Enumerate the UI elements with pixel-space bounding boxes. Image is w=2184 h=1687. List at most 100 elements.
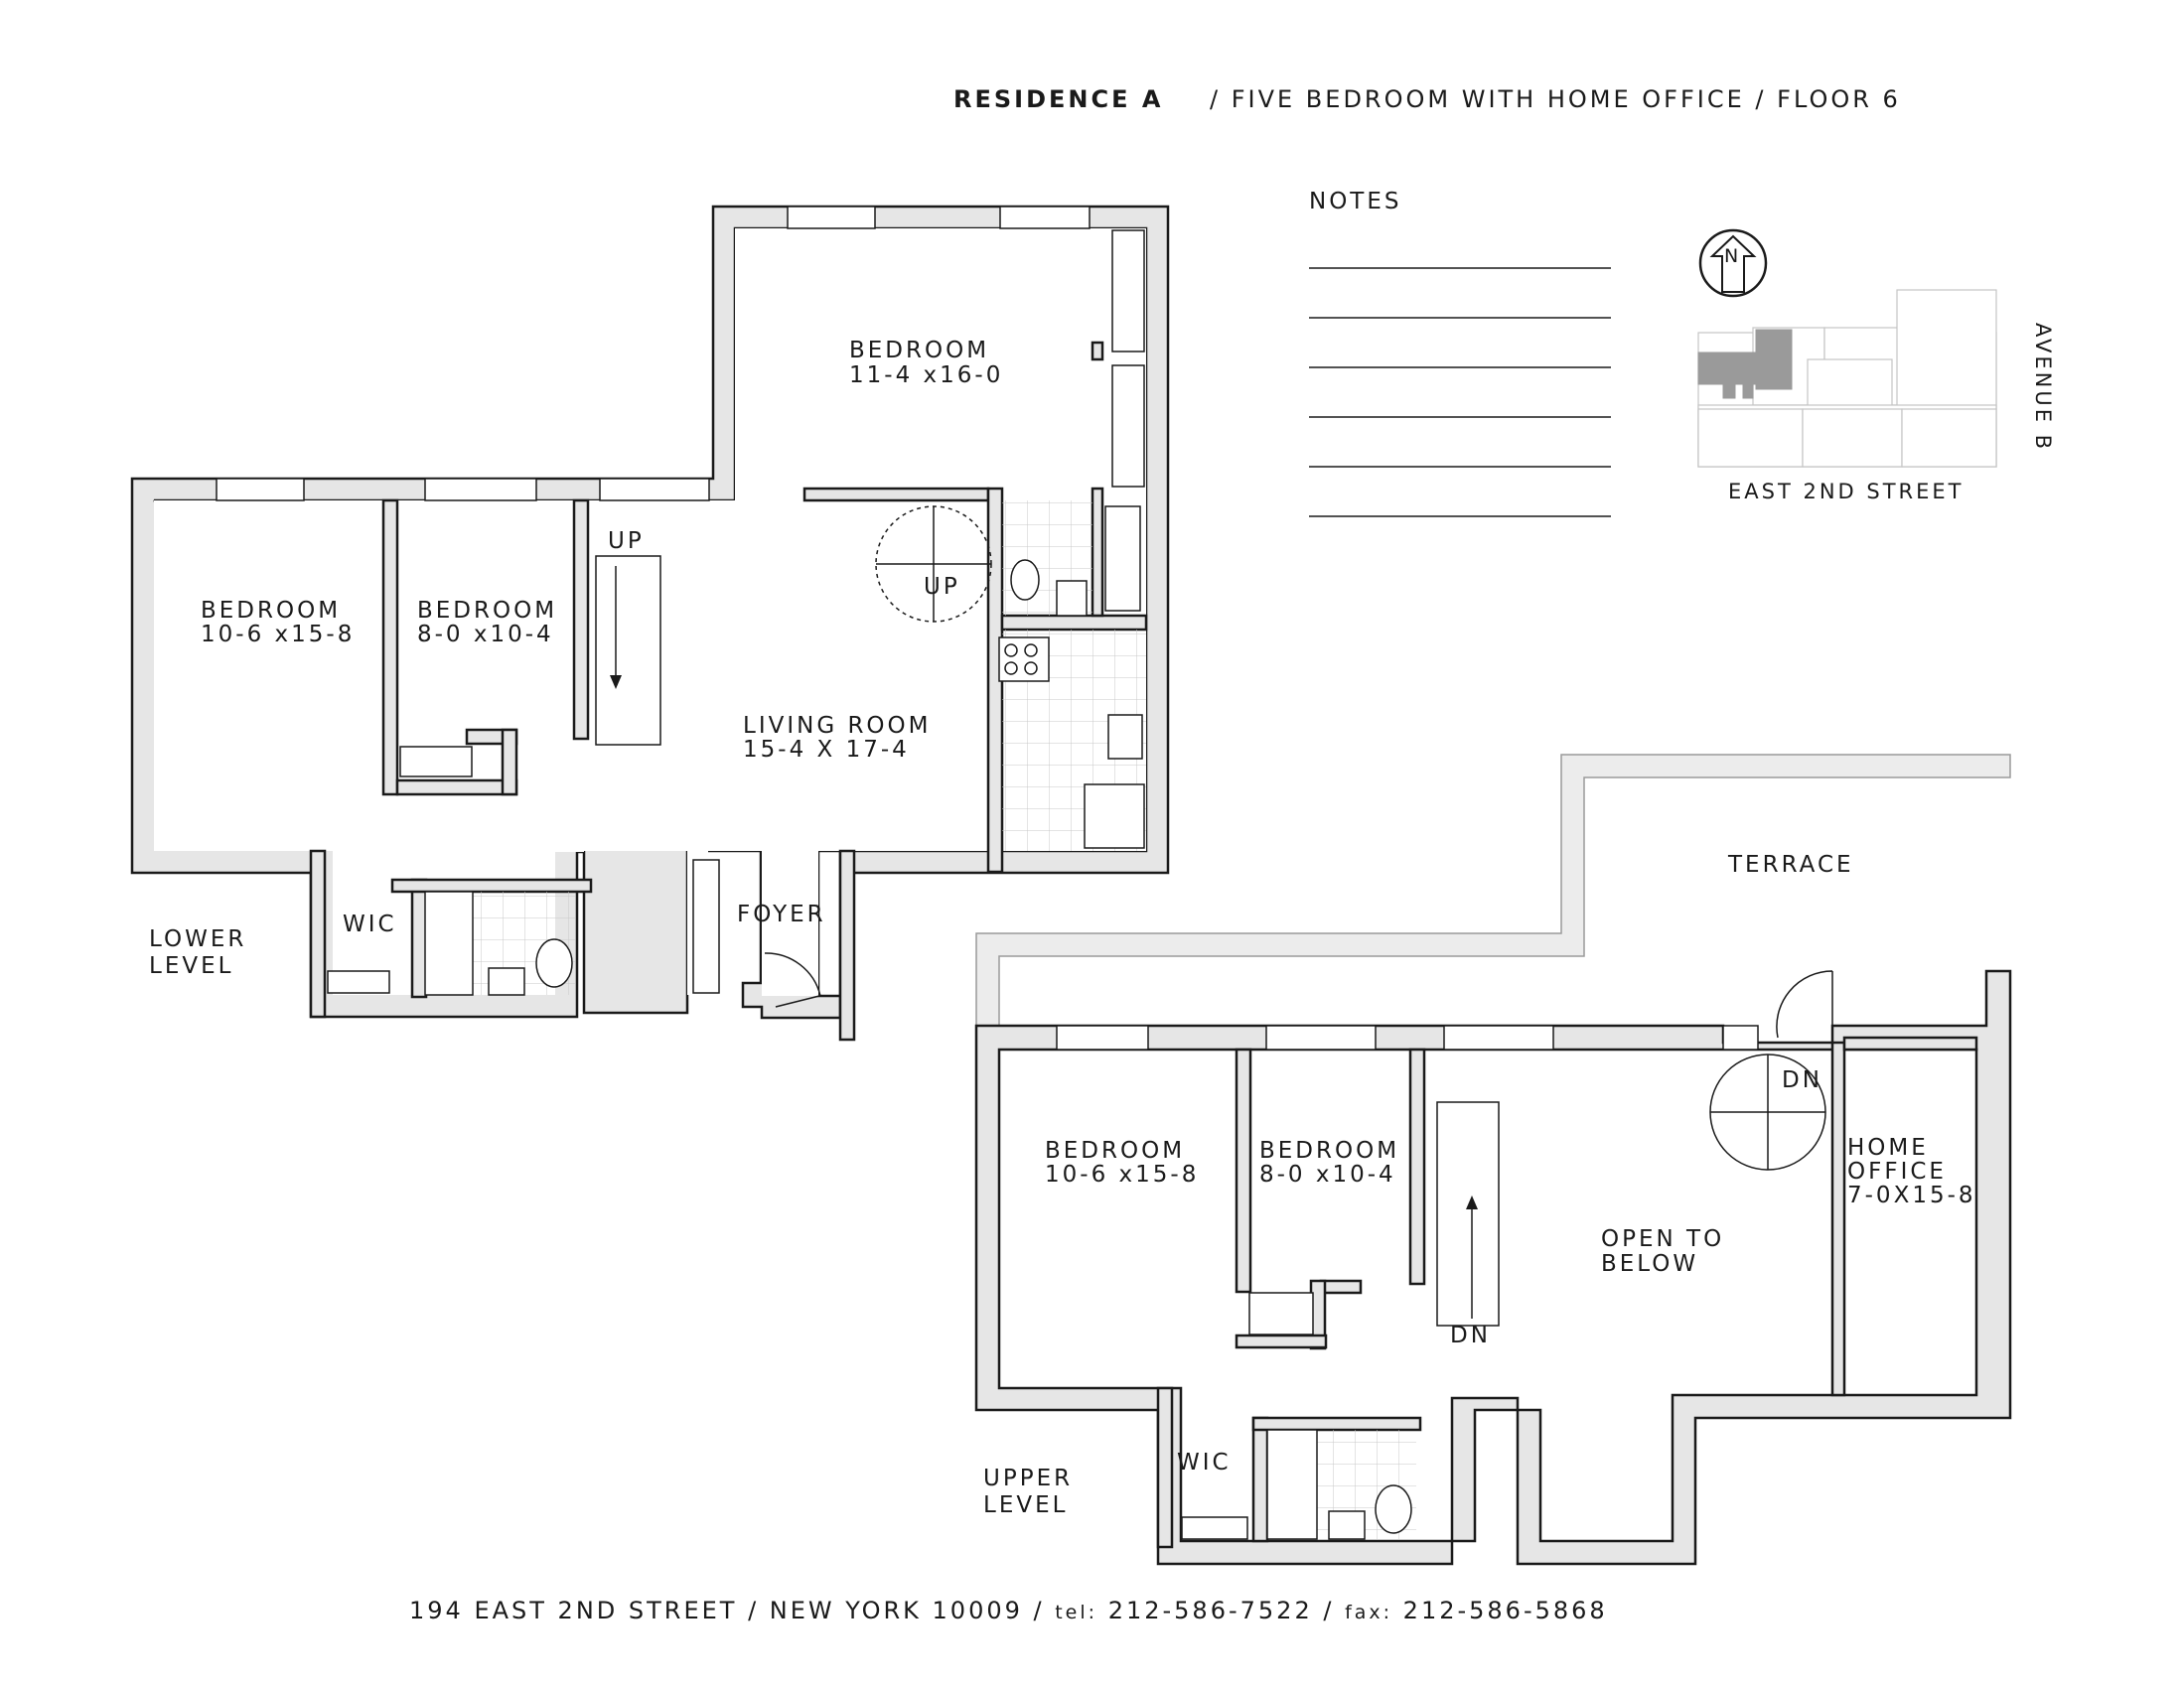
upper-wall <box>1319 1279 1363 1295</box>
open-to-below-2: BELOW <box>1601 1251 1698 1277</box>
closet-rod <box>399 746 473 777</box>
lower-bathtub <box>424 891 474 996</box>
lower-wall <box>309 849 327 1019</box>
closet-rod <box>1111 364 1145 488</box>
upper-straight-stair <box>1436 1101 1500 1327</box>
lower-wall <box>381 498 399 796</box>
lower-bedroom-2-name: BEDROOM <box>201 598 341 624</box>
upper-wall <box>1830 1041 1846 1397</box>
lower-stair-up-label: UP <box>608 528 645 554</box>
lower-wall <box>802 487 990 502</box>
lower-window <box>424 478 537 501</box>
stair-arrow-head <box>610 675 622 689</box>
site-building <box>1807 358 1893 410</box>
north-compass-icon: N <box>1698 228 1768 298</box>
footer-tel-label: tel: <box>1055 1602 1097 1623</box>
notes-label: NOTES <box>1309 189 1402 214</box>
header: RESIDENCE A / FIVE BEDROOM WITH HOME OFF… <box>953 85 1901 113</box>
upper-closet <box>1248 1292 1314 1336</box>
footer-fax-label: fax: <box>1345 1602 1392 1623</box>
upper-wall <box>1251 1416 1422 1432</box>
stove-burner <box>1004 643 1018 657</box>
lower-level-plan: BEDROOM 11-4 x16-0 BEDROOM 10-6 x15-8 BE… <box>130 205 1170 1042</box>
lower-sink <box>488 967 525 996</box>
upper-level-label-1: UPPER <box>983 1466 1073 1491</box>
upper-spiral-dn-label: DN <box>1782 1067 1822 1093</box>
living-room-dims: 15-4 X 17-4 <box>743 737 910 763</box>
lower-wall <box>838 849 856 1042</box>
lower-wall <box>390 878 593 894</box>
upper-wall <box>1235 1048 1252 1294</box>
lower-wall <box>1091 341 1104 361</box>
home-office-dims: 7-0X15-8 <box>1847 1183 1976 1208</box>
lower-bedroom-3-dims: 8-0 x10-4 <box>417 622 554 647</box>
stove-burner <box>1004 661 1018 675</box>
site-map: EAST 2ND STREET AVENUE B <box>1697 289 2055 503</box>
footer-address-text: 194 EAST 2ND STREET / NEW YORK 10009 / <box>409 1597 1055 1624</box>
site-highlight <box>1697 351 1756 385</box>
upper-sink <box>1328 1510 1366 1540</box>
upper-bedroom-2-dims: 8-0 x10-4 <box>1259 1162 1396 1188</box>
compass-label: N <box>1724 245 1741 267</box>
lower-bedroom-1-dims: 11-4 x16-0 <box>849 362 1003 388</box>
residence-description: / FIVE BEDROOM WITH HOME OFFICE / FLOOR … <box>1210 85 1901 113</box>
terrace-label: TERRACE <box>1727 852 1854 878</box>
site-building <box>1896 289 1997 410</box>
lower-wic-label: WIC <box>343 912 397 937</box>
upper-wall <box>1235 1334 1328 1349</box>
lower-window <box>787 206 876 229</box>
bathtub <box>1104 505 1141 612</box>
upper-bedroom-2-name: BEDROOM <box>1259 1138 1399 1164</box>
refrigerator <box>1084 783 1145 849</box>
lower-wall <box>410 878 428 999</box>
closet-rod <box>1111 229 1145 352</box>
upper-window <box>1056 1025 1149 1051</box>
open-to-below-1: OPEN TO <box>1601 1226 1724 1252</box>
upper-level-plan: TERRACE BEDROOM 10-6 x15-8 BEDROOM 8-0 x… <box>974 754 2012 1566</box>
lower-bedroom-3-name: BEDROOM <box>417 598 557 624</box>
lower-wall <box>501 728 518 796</box>
closet-rod <box>327 970 390 994</box>
residence-title: RESIDENCE A <box>953 85 1163 113</box>
foyer-door <box>764 952 821 1008</box>
upper-bedroom-1-name: BEDROOM <box>1045 1138 1185 1164</box>
lower-spiral-up-label: UP <box>924 574 960 600</box>
upper-wall <box>1408 1048 1426 1286</box>
site-lot <box>1901 408 1997 468</box>
closet-rod <box>692 859 720 994</box>
site-highlight <box>1755 329 1793 390</box>
stove-burner <box>1024 643 1038 657</box>
foyer-label: FOYER <box>737 902 826 927</box>
lower-toilet <box>535 938 573 988</box>
upper-window <box>1443 1025 1554 1051</box>
upper-wall <box>1251 1416 1269 1543</box>
upper-wic-label: WIC <box>1177 1450 1232 1476</box>
upper-window <box>1265 1025 1377 1051</box>
site-avenue-label: AVENUE B <box>2031 323 2055 452</box>
lower-wall <box>395 778 518 796</box>
upper-wall <box>1156 1386 1174 1549</box>
lower-window <box>599 478 710 501</box>
lower-wall <box>1000 614 1148 632</box>
stove <box>998 636 1050 682</box>
sink <box>1056 580 1088 617</box>
site-lot <box>1697 408 1804 468</box>
lower-straight-stair <box>595 555 661 746</box>
lower-window <box>216 478 305 501</box>
upper-wall <box>1842 1036 1978 1052</box>
home-office-2: OFFICE <box>1847 1159 1947 1185</box>
upper-level-label-2: LEVEL <box>983 1492 1068 1518</box>
kitchen-sink <box>1107 714 1143 760</box>
lower-bedroom-1-name: BEDROOM <box>849 338 989 363</box>
site-highlight <box>1722 383 1736 399</box>
terrace-door <box>1776 970 1833 1039</box>
upper-stair-arrow-head <box>1466 1195 1478 1209</box>
toilet <box>1010 559 1040 601</box>
lower-level-label-2: LEVEL <box>149 953 233 979</box>
footer-fax: 212-586-5868 <box>1392 1597 1608 1624</box>
living-room-name: LIVING ROOM <box>743 713 932 739</box>
lower-bedroom-2-dims: 10-6 x15-8 <box>201 622 355 647</box>
stove-burner <box>1024 661 1038 675</box>
footer-tel: 212-586-7522 / <box>1097 1597 1345 1624</box>
